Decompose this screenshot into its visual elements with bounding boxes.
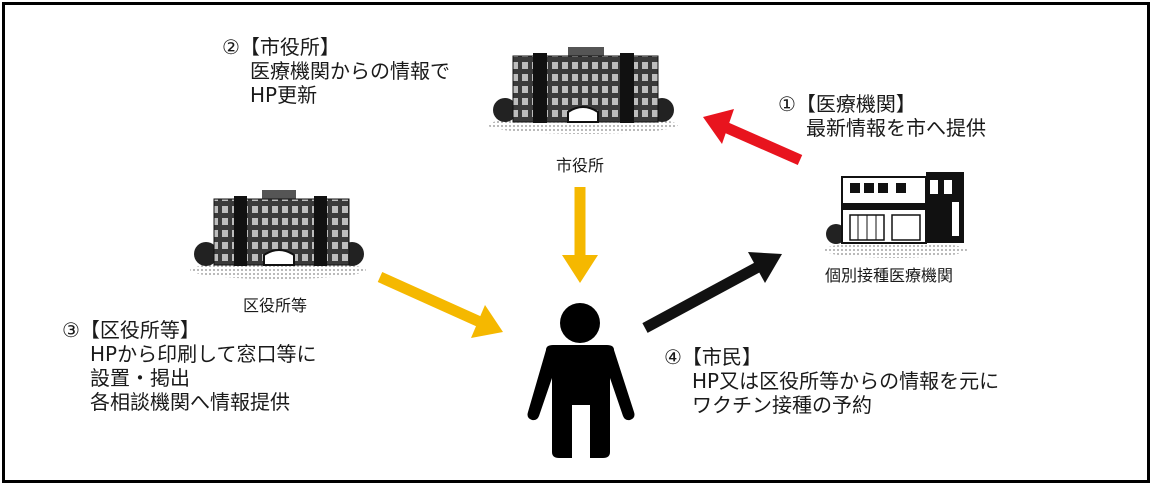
step-ward-line: 各相談機関へ情報提供	[90, 390, 290, 414]
step-medical-line: 最新情報を市へ提供	[806, 116, 986, 140]
city-hall-caption: 市役所	[556, 156, 605, 175]
black-arrow-citizen-to-clinic	[642, 252, 782, 333]
step-ward-line: 設置・掲出	[90, 366, 190, 390]
step-city-hall-line: 医療機関からの情報で	[250, 59, 450, 83]
step-city-hall-line: HP更新	[250, 83, 318, 107]
step-medical-heading: ①【医療機関】	[778, 92, 916, 116]
red-arrow-clinic-to-city	[703, 109, 803, 166]
step-citizen-line: HP又は区役所等からの情報を元に	[692, 369, 1000, 393]
step-citizen-heading: ④【市民】	[664, 345, 762, 369]
yellow-arrow-ward-to-citizen	[377, 271, 503, 338]
ward-office-building-icon	[190, 190, 366, 279]
step-ward-line: HPから印刷して窓口等に	[90, 342, 317, 366]
step-city-hall-heading: ②【市役所】	[222, 35, 340, 59]
ward-office-caption: 区役所等	[243, 296, 308, 315]
step-citizen: ④【市民】 HP又は区役所等からの情報を元に ワクチン接種の予約	[664, 345, 999, 417]
clinic-caption: 個別接種医療機関	[825, 266, 954, 285]
step-city-hall: ②【市役所】 医療機関からの情報で HP更新	[222, 35, 450, 107]
step-ward-heading: ③【区役所等】	[62, 318, 200, 342]
step-citizen-line: ワクチン接種の予約	[692, 393, 872, 417]
step-ward: ③【区役所等】 HPから印刷して窓口等に 設置・掲出 各相談機関へ情報提供	[62, 318, 317, 414]
clinic-building-icon	[823, 172, 967, 258]
yellow-arrow-city-to-citizen	[562, 187, 598, 283]
citizen-person-icon	[527, 303, 635, 458]
step-medical: ①【医療機関】 最新情報を市へ提供	[778, 92, 986, 140]
city-hall-building-icon	[488, 47, 678, 134]
